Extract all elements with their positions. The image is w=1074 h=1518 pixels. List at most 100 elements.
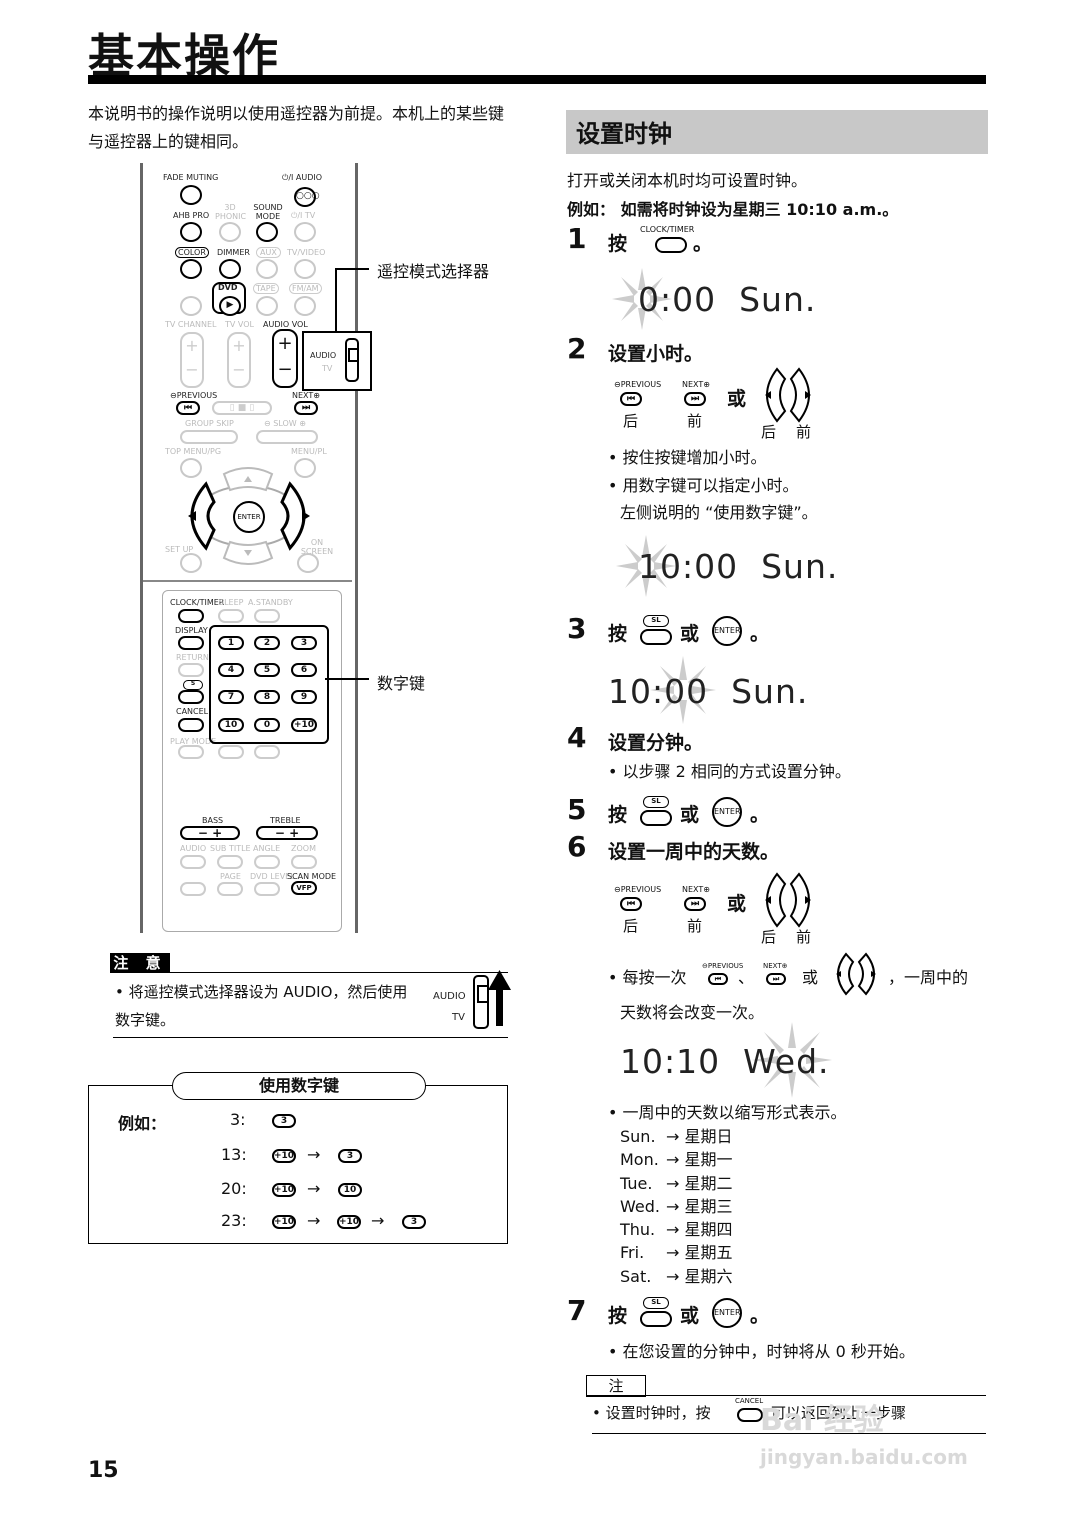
random-button	[254, 745, 280, 759]
return-label: RETURN	[176, 653, 209, 662]
day-abbr: Fri.	[620, 1243, 645, 1263]
key-3: 3	[291, 636, 317, 650]
note-cancel-label: CANCEL	[735, 1397, 764, 1405]
sl-icon: SL	[643, 796, 669, 808]
zoom-label: ZOOM	[291, 844, 316, 853]
example-key: +10	[272, 1215, 296, 1229]
tv-video-label: TV/VIDEO	[287, 248, 326, 257]
or-text: 或	[680, 623, 700, 645]
back-button	[180, 882, 206, 896]
day-arrow: →	[666, 1196, 680, 1216]
previous-label: ⊖PREVIOUS	[614, 380, 662, 389]
day-name: 星期五	[684, 1243, 733, 1263]
example-key: +10	[337, 1215, 361, 1229]
press-text: 按	[608, 623, 628, 645]
bullet-abbr: • 一周中的天数以缩写形式表示。	[608, 1103, 847, 1122]
previous-label: ⊖PREVIOUS	[170, 391, 218, 400]
mode-audio-label: AUDIO	[310, 351, 337, 360]
fm-am-label: FM/AM	[289, 283, 322, 294]
back-label: 后	[761, 423, 777, 441]
previous-button: ⏮	[176, 401, 200, 415]
left-right-cursor-icon	[836, 952, 876, 996]
blink-burst-icon	[752, 1022, 832, 1098]
dimmer-label: DIMMER	[217, 248, 250, 257]
blink-burst-icon	[650, 656, 716, 724]
slow-label: ⊖ SLOW ⊕	[264, 419, 306, 428]
key-10: 10	[218, 718, 244, 732]
set-up-label: SET UP	[165, 545, 194, 554]
example-key: 3	[272, 1114, 296, 1128]
sound-mode-label: SOUND MODE	[253, 203, 283, 221]
day-abbr: Mon.	[620, 1150, 659, 1170]
mode-selector-callout: 遥控模式选择器	[377, 262, 490, 281]
sl-button	[640, 629, 672, 645]
color-button	[180, 259, 202, 279]
sleep-button	[218, 609, 244, 623]
bass-button: − +	[180, 826, 240, 840]
angle-button	[254, 855, 280, 869]
group-skip-label: GROUP SKIP	[185, 419, 234, 428]
caution-rule-bottom	[113, 1037, 508, 1038]
note-label: 注	[586, 1375, 646, 1397]
cursor-pad	[188, 467, 310, 565]
section-intro: 打开或关闭本机时均可设置时钟。	[567, 171, 808, 190]
comma: 、	[738, 968, 755, 987]
sl-button	[640, 810, 672, 826]
key-6: 6	[291, 663, 317, 677]
example-arrow: →	[371, 1211, 385, 1230]
bullet-numkeys: • 用数字键可以指定小时。	[608, 476, 799, 495]
enter-button: ENTER	[712, 616, 742, 646]
number-keys-callout: 数字键	[377, 674, 426, 693]
step-3-number: 3	[567, 612, 587, 645]
previous-button: ⏮	[620, 392, 642, 406]
blink-burst-icon	[616, 535, 676, 597]
example-arrow: →	[307, 1145, 321, 1164]
page-button	[217, 882, 243, 896]
section-example: 例如： 如需将时钟设为星期三 10:10 a.m.。	[567, 200, 899, 219]
next-label: NEXT⊕	[763, 962, 788, 970]
day-arrow: →	[666, 1220, 680, 1240]
back-label: 后	[761, 928, 777, 946]
menu-pl-button	[294, 458, 316, 478]
or-text: 或	[680, 1305, 700, 1327]
day-abbr: Thu.	[620, 1220, 656, 1240]
remote-clock-timer-button	[178, 609, 204, 623]
example-key: +10	[272, 1183, 296, 1197]
example-arrow: →	[307, 1211, 321, 1230]
a-standby-label: A.STANDBY	[248, 598, 293, 607]
example-value-13: 13:	[221, 1145, 247, 1164]
mode-tv-label: TV	[322, 364, 333, 373]
day-arrow: →	[666, 1243, 680, 1263]
power-audio-label: ⏻/I AUDIO	[282, 173, 323, 182]
step-6-text: 设置一周中的天数。	[608, 841, 780, 863]
step-5-number: 5	[567, 793, 587, 826]
day-name: 星期一	[684, 1150, 733, 1170]
step-6-number: 6	[567, 830, 587, 863]
lcd-display-3: 10:00 Sun.	[608, 672, 809, 711]
audio-vol-label: AUDIO VOL	[263, 320, 308, 329]
period: 。	[750, 1305, 770, 1327]
dvd-level-button	[254, 882, 280, 896]
enter-button: ENTER	[712, 1298, 742, 1328]
previous-label: ⊖PREVIOUS	[702, 962, 744, 970]
or-text: 或	[802, 968, 819, 987]
section-header-band	[566, 110, 988, 154]
bass-label: BASS	[202, 816, 224, 825]
previous-button: ⏮	[620, 897, 642, 911]
note-rule-top	[586, 1395, 986, 1396]
next-label: NEXT⊕	[682, 380, 710, 389]
menu-pl-label: MENU/PL	[291, 447, 327, 456]
forward-label: 前	[796, 423, 812, 441]
ahb-pro-label: AHB PRO	[173, 211, 210, 220]
cancel-label: CANCEL	[176, 707, 209, 716]
rewind-button	[256, 296, 278, 316]
intro-text: 本说明书的操作说明以使用遥控器为前提。本机上的某些键与遥控器上的键相同。	[88, 104, 505, 151]
on-screen-button	[297, 553, 319, 573]
dvd-level-label: DVD LEVEL	[250, 872, 295, 881]
next-button: ⏭	[684, 897, 706, 911]
left-right-cursor-icon	[765, 872, 811, 928]
color-label: COLOR	[175, 247, 209, 258]
number-keys-frame	[209, 625, 329, 744]
page-number: 15	[88, 1458, 119, 1483]
watermark-url: jingyan.baidu.com	[760, 1445, 968, 1469]
